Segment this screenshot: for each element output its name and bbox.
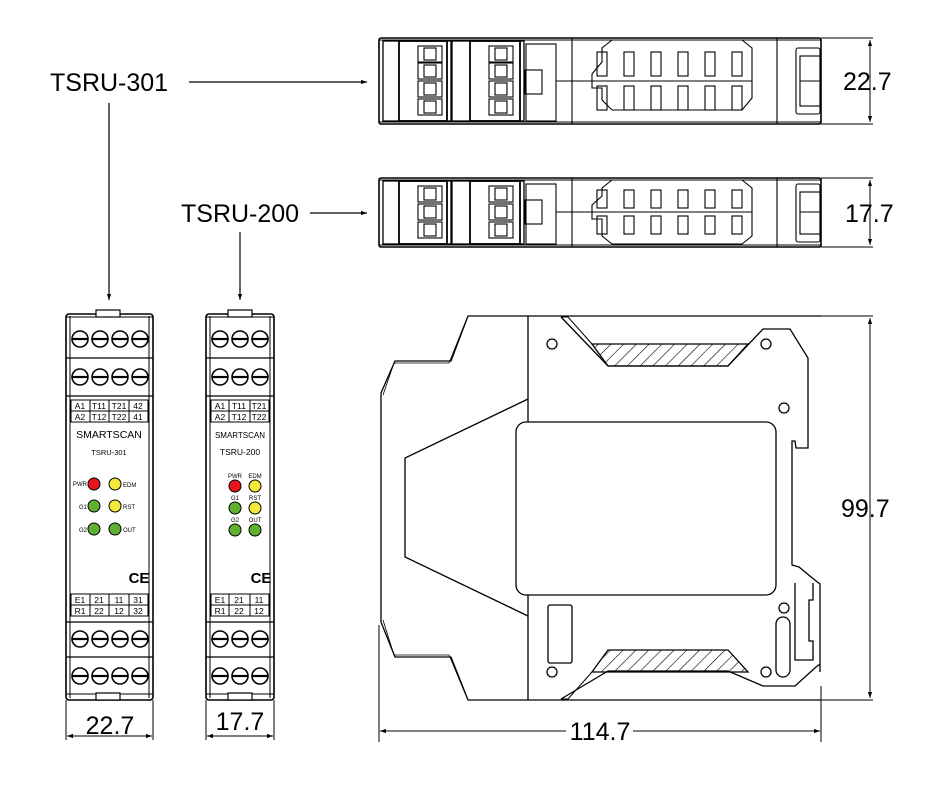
led-edm <box>248 479 262 493</box>
dimension-label-side-depth: 114.7 <box>570 718 631 746</box>
top-view-tsru-301 <box>378 37 822 125</box>
dimension-front-a <box>65 700 154 740</box>
led-out <box>108 522 122 536</box>
callout-tsru-301: TSRU-301 <box>50 69 367 300</box>
terminal-label: E1 <box>215 595 226 605</box>
terminal-label: T12 <box>232 412 247 422</box>
led-label: RST <box>123 505 135 511</box>
terminal-label: T22 <box>112 412 127 422</box>
dimension-label-front-a: 22.7 <box>86 712 135 740</box>
led-label: G1 <box>231 496 240 502</box>
callout-label-tsru-200: TSRU-200 <box>181 200 299 228</box>
ce-mark-icon: CE <box>251 570 272 587</box>
terminal-label: A1 <box>75 401 86 411</box>
dimension-front-b <box>205 700 275 740</box>
callout-tsru-200: TSRU-200 <box>181 200 367 300</box>
led-pwr <box>228 479 242 493</box>
terminal-label: R1 <box>215 606 226 616</box>
terminal-label: 22 <box>94 606 104 616</box>
dimension-label-side-height: 99.7 <box>841 495 890 523</box>
terminal-label: R1 <box>75 606 86 616</box>
terminal-label: 32 <box>133 606 143 616</box>
led-g1 <box>87 499 101 513</box>
led-label: EDM <box>248 474 261 480</box>
led-g2 <box>87 522 101 536</box>
led-g1 <box>228 501 242 515</box>
led-pwr <box>87 477 101 491</box>
terminal-label: T21 <box>112 401 127 411</box>
led-label: G1 <box>79 505 88 511</box>
terminal-label: A2 <box>75 412 86 422</box>
dimension-side-depth <box>378 625 822 742</box>
terminal-label: 31 <box>133 595 143 605</box>
terminal-label: T22 <box>252 412 267 422</box>
front-view-tsru-200: A1 T11 T21 A2 T12 T22 SMARTSCAN TSRU-200… <box>205 309 275 701</box>
terminal-label: 11 <box>115 595 124 605</box>
terminal-label: T21 <box>252 401 267 411</box>
terminal-label: 11 <box>255 595 264 605</box>
callout-label-tsru-301: TSRU-301 <box>50 69 168 97</box>
terminal-label: T11 <box>232 401 246 411</box>
led-rst <box>108 499 122 513</box>
terminal-label: A1 <box>215 401 226 411</box>
front-view-tsru-301: A1 T11 T21 42 A2 T12 T22 41 SMARTSCAN TS… <box>65 309 154 701</box>
brand-label: SMARTSCAN <box>215 431 265 440</box>
brand-label: SMARTSCAN <box>76 429 142 441</box>
dimension-label-front-b: 17.7 <box>216 708 265 736</box>
terminal-label: 22 <box>234 606 244 616</box>
dimension-side-height <box>821 315 873 701</box>
led-label: PWR <box>73 482 88 488</box>
terminal-label: 41 <box>133 412 143 422</box>
terminal-label: T12 <box>92 412 107 422</box>
dimension-top-b <box>821 177 873 248</box>
led-out <box>248 523 262 537</box>
dimension-label-top-b: 17.7 <box>845 200 894 228</box>
terminal-label: A2 <box>215 412 226 422</box>
led-label: G2 <box>231 518 240 524</box>
terminal-label: 42 <box>133 401 143 411</box>
top-view-tsru-200 <box>378 177 822 248</box>
led-panel: PWR EDM G1 RST G2 OUT <box>73 477 136 536</box>
led-rst <box>248 501 262 515</box>
led-label: OUT <box>123 528 136 534</box>
led-label: EDM <box>123 483 136 489</box>
terminal-label: 21 <box>234 595 244 605</box>
dimension-top-a <box>821 37 873 125</box>
led-edm <box>108 477 122 491</box>
dimension-label-top-a: 22.7 <box>843 68 892 96</box>
terminal-label: 21 <box>94 595 104 605</box>
terminal-label: E1 <box>75 595 86 605</box>
model-label: TSRU-200 <box>220 447 260 457</box>
led-label: PWR <box>228 474 243 480</box>
led-g2 <box>228 523 242 537</box>
ce-mark-icon: CE <box>129 570 150 587</box>
model-label: TSRU-301 <box>91 448 126 457</box>
terminal-label: 12 <box>254 606 264 616</box>
terminal-label: 12 <box>114 606 124 616</box>
led-label: RST <box>249 496 261 502</box>
led-label: OUT <box>249 518 262 524</box>
led-label: G2 <box>79 528 88 534</box>
side-view <box>380 315 821 701</box>
led-panel: PWR EDM G1 RST G2 OUT <box>228 474 262 537</box>
terminal-label: T11 <box>92 401 106 411</box>
